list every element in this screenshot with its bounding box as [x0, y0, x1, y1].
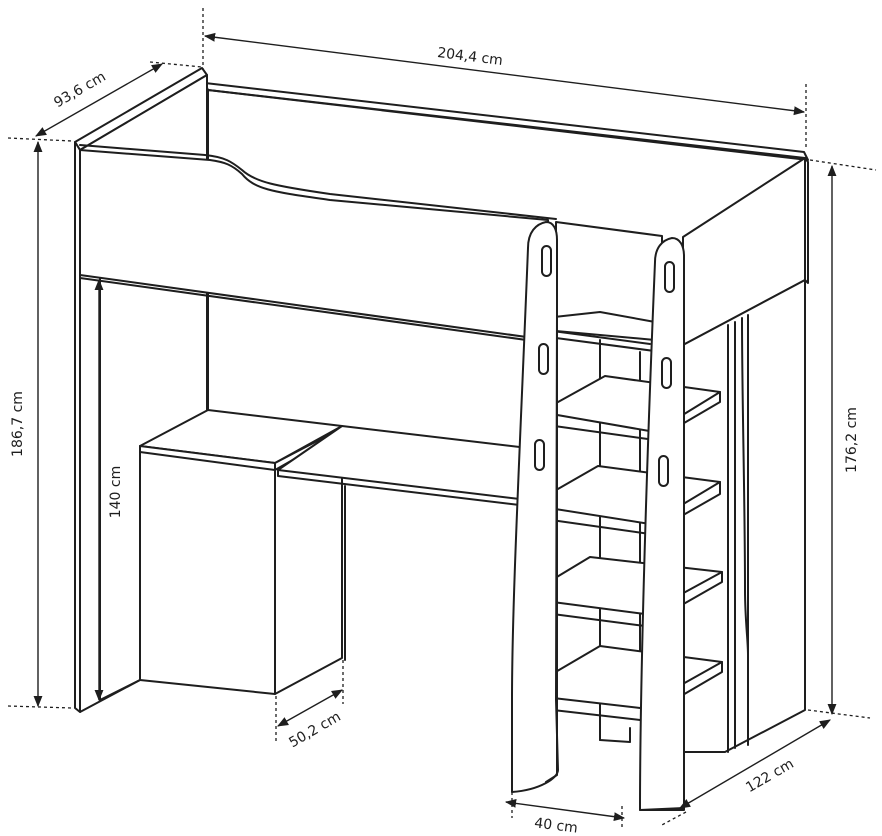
ladder-rail-right — [639, 237, 685, 811]
desk-cabinet-front — [139, 445, 276, 695]
desk — [139, 409, 529, 695]
handle-slot-left-2 — [538, 343, 549, 375]
desk-depth-label: 50,2 cm — [286, 709, 343, 751]
stair-depth-dim-line — [679, 719, 831, 809]
handle-slot-right-2 — [661, 357, 672, 389]
desk-top-edge — [277, 469, 529, 507]
width-dim-line — [203, 32, 806, 116]
front-guard-rail-top-edge — [79, 144, 557, 220]
front-bottom-edge — [79, 277, 549, 344]
right-end-top — [804, 157, 809, 284]
height-left-ext-bottom — [7, 705, 73, 709]
handle-slot-left-1 — [541, 245, 552, 277]
desk-depth-dim-line — [277, 689, 343, 727]
height-right-ext-top — [809, 159, 877, 171]
stair-depth-label: 122 cm — [743, 756, 796, 796]
width-label: 204,4 cm — [436, 45, 503, 69]
height-right-ext-bottom — [807, 709, 871, 719]
stair-width-label: 40 cm — [533, 815, 578, 836]
stair-width-dim-line — [504, 798, 626, 822]
ladder — [511, 221, 723, 811]
handle-slot-left-3 — [534, 439, 545, 471]
desk-height-label: 140 cm — [108, 466, 124, 519]
stair-depth-ext — [659, 811, 687, 827]
handle-slot-right-1 — [664, 261, 675, 293]
depth-label: 93,6 cm — [51, 69, 108, 111]
desk-cabinet-side — [274, 427, 343, 695]
handle-slot-right-3 — [658, 455, 669, 487]
depth-ext-bottom — [7, 137, 73, 142]
step-bottom-block — [599, 724, 631, 743]
wardrobe-door-line — [727, 317, 749, 753]
height-right-label: 176,2 cm — [844, 407, 860, 473]
ladder-rail-left-edge — [545, 239, 558, 783]
height-left-label: 186,7 cm — [10, 391, 26, 457]
depth-ext-top — [149, 61, 203, 68]
front-guard-rail — [79, 149, 549, 341]
depth-dim-line — [35, 63, 163, 137]
bed-frame — [74, 67, 809, 753]
dimension-lines — [7, 8, 877, 830]
